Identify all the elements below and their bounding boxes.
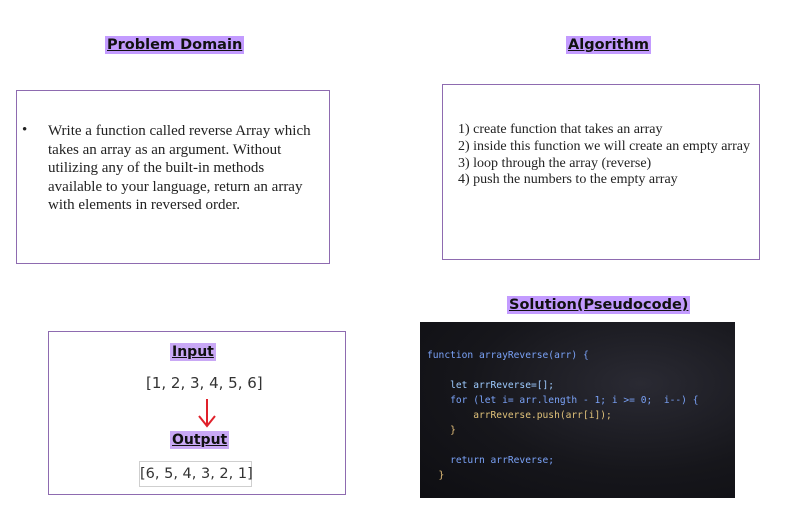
input-heading: Input bbox=[170, 343, 216, 361]
code-line: } bbox=[427, 470, 445, 481]
algorithm-heading: Algorithm bbox=[566, 36, 652, 54]
code-line: function arrayReverse(arr) { bbox=[427, 350, 589, 361]
output-array: [6, 5, 4, 3, 2, 1] bbox=[139, 461, 253, 487]
algorithm-step: 1) create function that takes an array bbox=[458, 122, 663, 137]
code-line: return arrReverse; bbox=[427, 455, 555, 466]
solution-heading: Solution(Pseudocode) bbox=[507, 296, 691, 314]
code-line: let arrReverse=[]; bbox=[427, 380, 555, 391]
down-arrow-icon bbox=[198, 399, 216, 428]
problem-domain-box bbox=[16, 90, 330, 264]
algorithm-box bbox=[442, 84, 760, 260]
algorithm-step: 3) loop through the array (reverse) bbox=[458, 155, 652, 171]
output-heading: Output bbox=[170, 431, 230, 449]
problem-domain-text: Write a function called reverse Array wh… bbox=[48, 123, 311, 213]
code-line: for (let i= arr.length - 1; i >= 0; i--)… bbox=[427, 395, 699, 406]
algorithm-step: 4) push the numbers to the empty array bbox=[458, 172, 678, 188]
input-array: [1, 2, 3, 4, 5, 6] bbox=[146, 374, 263, 392]
code-line: arrReverse.push(arr[i]); bbox=[427, 410, 612, 421]
code-block: function arrayReverse(arr) { let arrReve… bbox=[427, 348, 698, 483]
code-screenshot: function arrayReverse(arr) { let arrReve… bbox=[420, 322, 735, 498]
algorithm-step: 2) inside this function we will create a… bbox=[458, 138, 750, 154]
algorithm-steps: 1) create function that takes an array 2… bbox=[458, 122, 750, 189]
problem-domain-heading: Problem Domain bbox=[105, 36, 245, 54]
bullet-point: • bbox=[22, 122, 28, 138]
code-line: } bbox=[427, 425, 456, 436]
